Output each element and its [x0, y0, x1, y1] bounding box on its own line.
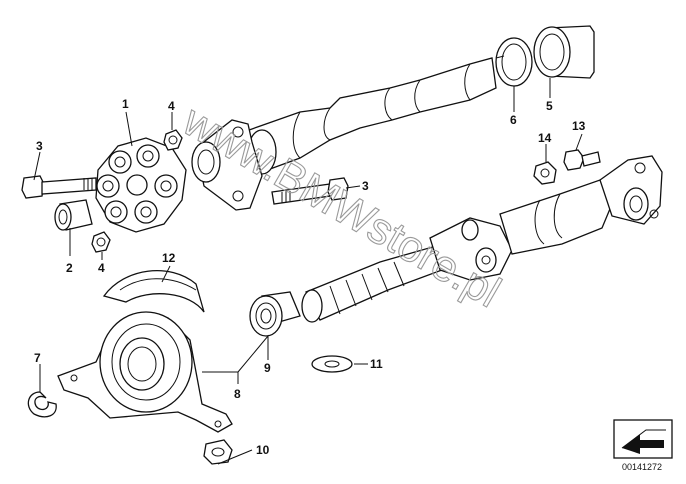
callout-6: 6 — [510, 113, 517, 127]
part-3-bolt-left — [21, 175, 97, 199]
part-2-sleeve — [54, 199, 93, 231]
part-12-dust-shield — [102, 270, 205, 313]
document-id: 00141272 — [622, 462, 662, 472]
part-10-nut — [203, 439, 233, 465]
callout-1: 1 — [122, 97, 129, 111]
lower-drive-shaft — [301, 155, 663, 323]
callout-7: 7 — [34, 351, 41, 365]
upper-drive-shaft — [191, 57, 497, 211]
callout-3a: 3 — [36, 139, 43, 153]
part-8-center-bearing — [57, 311, 233, 433]
callout-9: 9 — [264, 361, 271, 375]
part-6-ring — [495, 37, 533, 87]
callout-2: 2 — [66, 261, 73, 275]
part-11-washer — [311, 355, 353, 373]
part-1-flex-disc — [95, 137, 187, 233]
part-4-nut-lower — [91, 231, 111, 253]
callout-12: 12 — [162, 251, 176, 265]
callout-11: 11 — [370, 357, 383, 371]
callout-8: 8 — [234, 387, 241, 401]
part-14-nut — [533, 161, 557, 185]
callout-4a: 4 — [168, 99, 175, 113]
callout-4b: 4 — [98, 261, 105, 275]
part-5-bushing — [533, 25, 595, 79]
callout-13: 13 — [572, 119, 586, 133]
part-7-circlip — [27, 391, 57, 418]
part-4-nut-upper — [163, 129, 183, 151]
callout-10: 10 — [256, 443, 270, 457]
catalog-icon — [613, 419, 673, 459]
callout-5: 5 — [546, 99, 553, 113]
callouts: 1 2 3 3 4 4 5 6 7 8 9 10 11 12 13 14 — [34, 97, 586, 457]
callout-3b: 3 — [362, 179, 369, 193]
callout-14: 14 — [538, 131, 552, 145]
part-3-bolt-right — [271, 177, 349, 205]
part-13-bolt — [563, 149, 601, 171]
leader-lines — [33, 78, 583, 465]
part-9-ball-bearing — [249, 291, 301, 337]
